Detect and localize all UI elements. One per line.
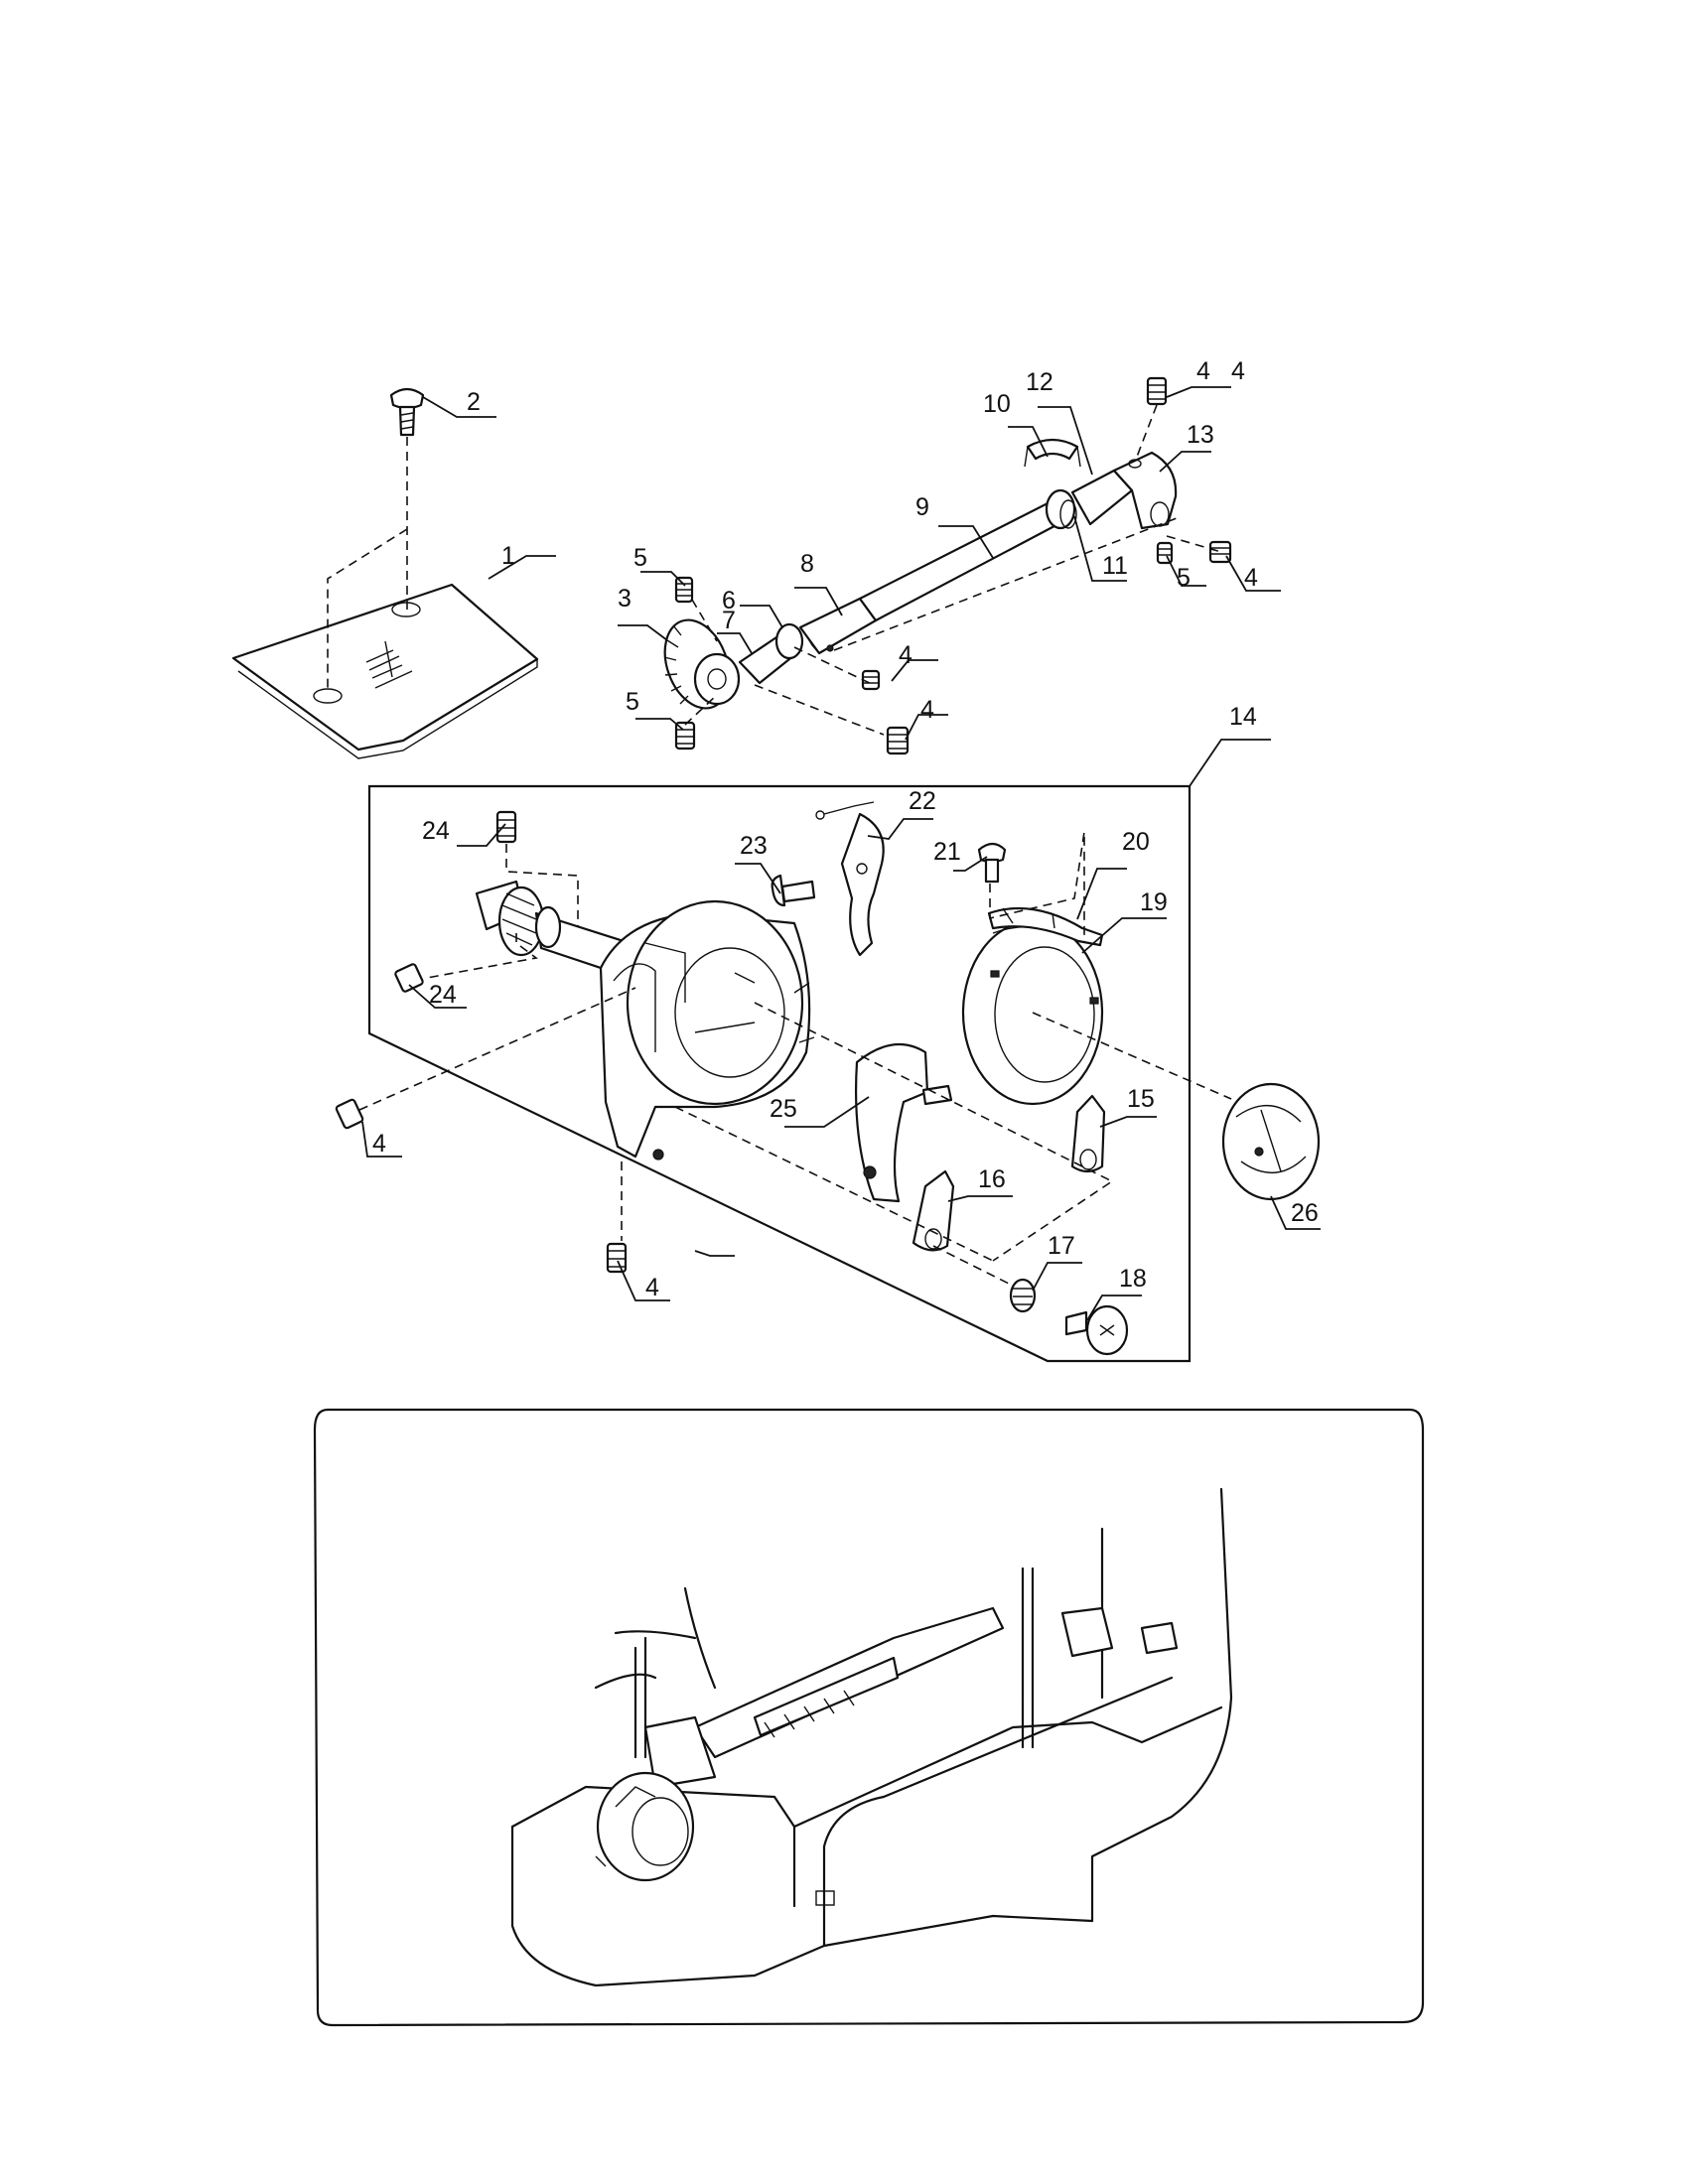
set-screw	[606, 1242, 628, 1274]
callout-19: 19	[1140, 888, 1168, 916]
shaft-crank	[1070, 451, 1178, 530]
callout-4-d: 4	[920, 696, 934, 724]
callout-2: 2	[467, 388, 481, 416]
callout-4-g: 4	[1231, 357, 1245, 385]
callout-4-a: 4	[1196, 357, 1210, 385]
callout-14: 14	[1229, 703, 1257, 731]
callout-24-a: 24	[422, 817, 450, 845]
callout-10: 10	[983, 390, 1011, 418]
set-screw	[861, 669, 881, 691]
callout-9: 9	[915, 493, 929, 521]
set-screw	[1208, 540, 1232, 564]
assembly-14-frame	[367, 784, 1192, 1363]
callout-17: 17	[1048, 1232, 1075, 1260]
callout-5-c: 5	[1177, 564, 1191, 592]
race-screw	[977, 842, 1007, 884]
callout-26: 26	[1291, 1199, 1319, 1227]
hook-retainer-plate	[840, 812, 885, 957]
callout-8: 8	[800, 550, 814, 578]
callout-12: 12	[1026, 368, 1053, 396]
callout-25: 25	[770, 1095, 797, 1123]
callout-labels: 1 2 3 4 4 4 4 4 4 4 5 5 5 6 7 8 9 10 11 …	[372, 357, 1319, 1301]
callout-23: 23	[740, 832, 768, 860]
callout-1: 1	[501, 542, 515, 570]
callout-16: 16	[978, 1165, 1006, 1193]
callout-15: 15	[1127, 1085, 1155, 1113]
hook-drive-gear	[663, 618, 741, 710]
callout-24-b: 24	[429, 981, 457, 1009]
set-screw	[394, 963, 424, 993]
callout-21: 21	[933, 838, 961, 866]
hook-lever-lower	[912, 1169, 955, 1252]
callout-13: 13	[1187, 421, 1214, 449]
lever-spring	[1009, 1278, 1037, 1313]
callout-3: 3	[618, 585, 632, 613]
set-screw	[335, 1098, 364, 1130]
location-inset-frame	[313, 1408, 1425, 2027]
race-cover	[987, 906, 1104, 947]
needle-plate-screw	[389, 387, 425, 437]
shaft-bushing-right	[1045, 488, 1077, 530]
set-screw	[674, 576, 694, 604]
callout-4-f: 4	[645, 1274, 659, 1301]
set-screw	[674, 721, 696, 751]
shaft-bushing	[738, 622, 804, 685]
callout-7: 7	[722, 607, 736, 634]
callout-4-b: 4	[1244, 564, 1258, 592]
callout-4-e: 4	[372, 1130, 386, 1158]
needle-plate	[231, 583, 539, 759]
callout-11: 11	[1102, 552, 1128, 580]
callout-20: 20	[1122, 828, 1150, 856]
set-screw	[886, 726, 910, 755]
hook-drive-shaft	[858, 496, 1071, 622]
hook-lever	[1070, 1094, 1106, 1173]
leader-lines	[361, 386, 1321, 1321]
hook-spring	[815, 801, 875, 820]
lever-shoulder-screw	[1064, 1304, 1129, 1356]
callout-5-b: 5	[626, 688, 639, 716]
bobbin-case	[1221, 1082, 1321, 1201]
set-screw	[495, 810, 517, 844]
set-screw	[1146, 376, 1168, 406]
retaining-ring	[1024, 438, 1081, 468]
callout-18: 18	[1119, 1265, 1147, 1293]
callout-22: 22	[909, 787, 936, 815]
callout-6: 6	[722, 587, 736, 614]
callout-4-c: 4	[899, 641, 912, 669]
rotary-hook-body	[599, 899, 815, 1160]
sewing-machine-illustration	[510, 1487, 1233, 1987]
callout-5-a: 5	[633, 544, 647, 572]
